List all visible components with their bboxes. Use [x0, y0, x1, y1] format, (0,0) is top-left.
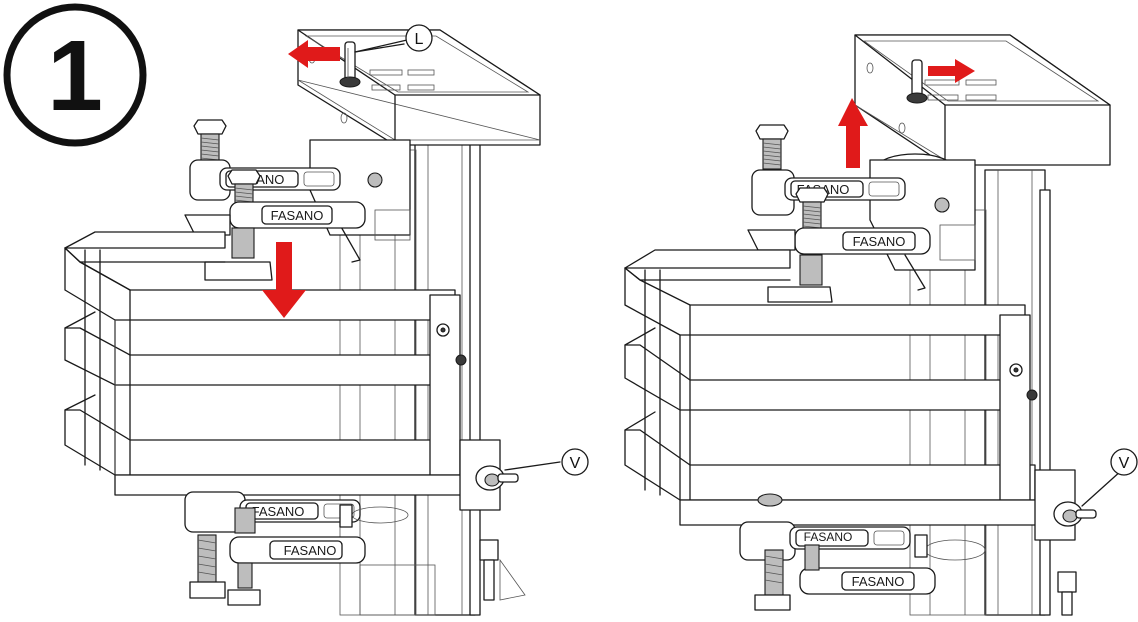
right-tray [854, 34, 1111, 166]
brand-plate-text: FASANO [271, 208, 324, 223]
left-cage [64, 231, 501, 511]
left-assembly: FASANO FASANO [64, 24, 589, 616]
left-tray [297, 29, 541, 146]
callout-label-v: V [1119, 455, 1130, 472]
right-cage [624, 249, 1076, 541]
callout-label-v: V [570, 455, 581, 472]
callout-valve-left: V [561, 448, 589, 476]
brand-plate-text: FASANO [284, 543, 337, 558]
brand-plate-text: FASANO [853, 234, 906, 249]
right-assembly: FASANO FASANO [624, 34, 1138, 616]
left-valve [475, 461, 561, 491]
brand-plate-text: FASANO [252, 504, 305, 519]
arrow-right-icon [928, 59, 975, 83]
arrow-up-icon [838, 98, 868, 168]
callout-label-l: L [415, 31, 424, 48]
right-valve [1053, 469, 1123, 527]
callout-valve-right: V [1110, 448, 1138, 476]
brand-plate-text: FASANO [804, 530, 853, 544]
left-lower-clamp: FASANO FASANO [184, 491, 526, 616]
brand-plate-text: FASANO [852, 574, 905, 589]
arrow-down-icon [262, 242, 306, 318]
lock-pin-left [339, 41, 361, 88]
lock-pin-right [906, 59, 928, 104]
step-number-badge: 1 [3, 3, 147, 147]
right-lower-clamp: FASANO FASANO [739, 521, 1077, 616]
callout-lock-pin: L [354, 24, 433, 53]
arrow-left-icon [288, 40, 340, 68]
step-number-text: 1 [47, 20, 103, 132]
right-upper-clamp: FASANO FASANO [747, 124, 931, 303]
left-upper-clamp: FASANO FASANO [184, 119, 366, 281]
right-tray-support [869, 153, 976, 291]
